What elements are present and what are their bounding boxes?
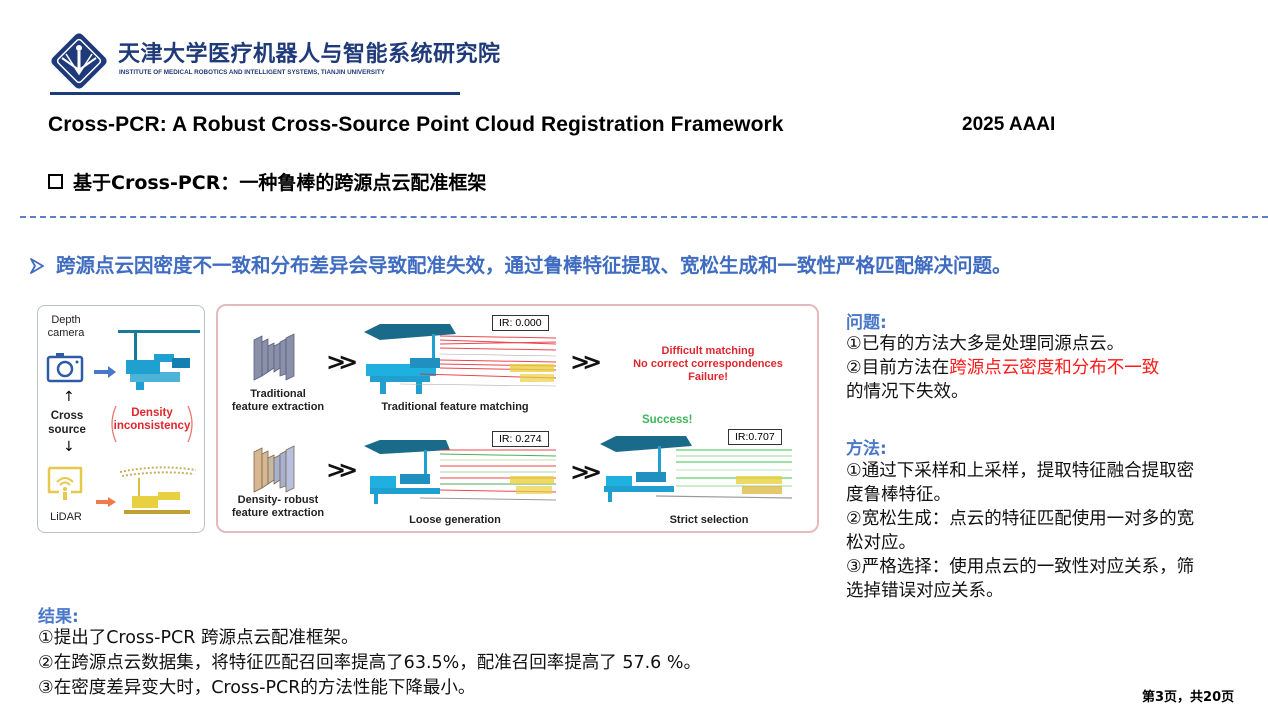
method-line-1: ①通过下采样和上采样，提取特征融合提取密度鲁棒特征。 — [846, 461, 1195, 505]
subtitle-text: 基于Cross-PCR：一种鲁棒的跨源点云配准框架 — [73, 172, 487, 194]
traditional-network-icon — [252, 332, 296, 386]
robust-extraction-label-1: Density- robust — [237, 494, 319, 506]
chevron-right-icon: >> — [326, 348, 358, 376]
results-heading: 结果: — [38, 607, 79, 627]
problem-line-2-prefix: ②目前方法在 — [846, 358, 950, 378]
chevron-right-icon: >> — [570, 348, 602, 376]
strict-selection-image — [596, 430, 796, 512]
problem-highlight: 跨源点云密度和分布不一致 — [949, 358, 1160, 378]
method-body: ①通过下采样和上采样，提取特征融合提取密度鲁棒特征。 ②宽松生成：点云的特征匹配… — [846, 459, 1208, 603]
orange-arrow-icon — [96, 492, 116, 511]
institute-name-cn: 天津大学医疗机器人与智能系统研究院 — [118, 42, 501, 67]
results-line-2: ②在跨源点云数据集，将特征匹配召回率提高了63.5%，配准召回率提高了 57.6… — [38, 653, 701, 673]
arrow-bullet-icon — [30, 256, 44, 274]
ir-badge-loose: IR: 0.274 — [492, 431, 549, 447]
ir-badge-traditional: IR: 0.000 — [492, 315, 549, 331]
method-heading: 方法: — [846, 439, 887, 459]
down-arrow-icon: ↓ — [63, 439, 75, 455]
source-label: source — [48, 424, 86, 436]
pipeline-figure: Traditional feature extraction >> IR: 0.… — [216, 304, 819, 533]
problem-line-2: ②目前方法在跨源点云密度和分布不一致的情况下失效。 — [846, 356, 1246, 404]
lidar-label: LiDAR — [50, 511, 82, 523]
problem-heading: 问题: — [846, 313, 887, 333]
dashed-divider — [20, 216, 1268, 218]
problem-body: ①已有的方法大多是处理同源点云。 ②目前方法在跨源点云密度和分布不一致的情况下失… — [846, 332, 1246, 404]
lidar-icon — [47, 466, 83, 506]
headline-text: 跨源点云因密度不一致和分布差异会导致配准失效，通过鲁棒特征提取、宽松生成和一致性… — [56, 254, 1012, 277]
blue-arrow-icon — [94, 363, 116, 382]
problem-line-1: ①已有的方法大多是处理同源点云。 — [846, 334, 1125, 354]
paper-title: Cross-PCR: A Robust Cross-Source Point C… — [48, 113, 784, 136]
success-label: Success! — [642, 414, 693, 426]
traditional-matching-image — [360, 318, 560, 404]
lidar-point-cloud — [118, 466, 198, 530]
inconsistency-label: inconsistency — [113, 420, 191, 432]
depth-camera-label: Depth camera — [47, 314, 85, 339]
failure-line-2: No correct correspondences — [633, 358, 783, 370]
results-body: ①提出了Cross-PCR 跨源点云配准框架。 ②在跨源点云数据集，将特征匹配召… — [38, 626, 858, 701]
traditional-extraction-label-1: Traditional — [250, 388, 306, 400]
problem-line-2-suffix: 的情况下失效。 — [846, 382, 969, 402]
ir-badge-strict: IR:0.707 — [728, 429, 782, 445]
strict-selection-caption: Strict selection — [669, 514, 749, 526]
camera-icon — [46, 351, 84, 387]
failure-line-1: Difficult matching — [661, 345, 755, 357]
up-arrow-icon: ↑ — [63, 389, 75, 405]
headline: 跨源点云因密度不一致和分布差异会导致配准失效，通过鲁棒特征提取、宽松生成和一致性… — [30, 249, 1012, 278]
results-line-3: ③在密度差异变大时，Cross-PCR的方法性能下降最小。 — [38, 678, 476, 698]
section-subtitle: 基于Cross-PCR：一种鲁棒的跨源点云配准框架 — [48, 168, 486, 195]
loose-generation-caption: Loose generation — [409, 514, 501, 526]
page-indicator: 第3页，共20页 — [1142, 690, 1235, 705]
institute-logo-icon — [48, 30, 110, 92]
density-arrows-icon — [108, 400, 196, 452]
header-divider — [50, 92, 460, 95]
chevron-right-icon: >> — [570, 458, 602, 486]
traditional-extraction-label-2: feature extraction — [231, 401, 325, 413]
institute-name-en: INSTITUTE OF MEDICAL ROBOTICS AND INTELL… — [119, 69, 385, 76]
density-robust-network-icon — [252, 444, 296, 498]
depth-point-cloud — [116, 328, 202, 402]
loose-generation-image — [360, 436, 560, 514]
chevron-right-icon: >> — [326, 456, 358, 484]
method-line-2: ②宽松生成：点云的特征匹配使用一对多的宽松对应。 — [846, 509, 1195, 553]
method-line-3: ③严格选择：使用点云的一致性对应关系，筛选掉错误对应关系。 — [846, 557, 1195, 601]
robust-extraction-label-2: feature extraction — [231, 507, 325, 519]
paper-venue: 2025 AAAI — [962, 114, 1056, 135]
cross-label: Cross — [50, 410, 84, 422]
square-bullet-icon — [48, 174, 63, 189]
traditional-matching-caption: Traditional feature matching — [381, 401, 529, 413]
results-line-1: ①提出了Cross-PCR 跨源点云配准框架。 — [38, 628, 359, 648]
failure-line-3: Failure! — [688, 371, 728, 383]
density-label: Density — [131, 407, 173, 419]
cross-source-figure: Depth camera ↑ Cross source ↓ Density in… — [37, 305, 205, 533]
